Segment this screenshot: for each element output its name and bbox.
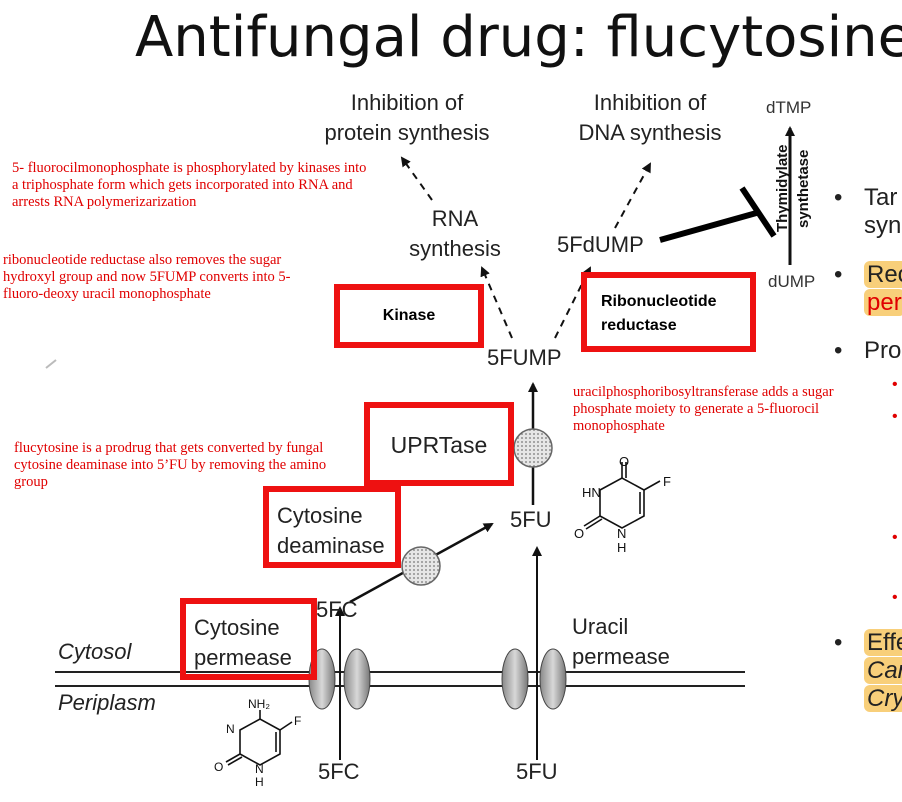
kinase-box: Kinase <box>334 284 484 348</box>
bullet-4-highlight-2: Car <box>864 657 902 684</box>
periplasm-label: Periplasm <box>58 690 156 715</box>
enzyme-circle-deaminase <box>401 546 441 586</box>
enzyme-circle-uprtase <box>513 428 553 468</box>
cytosine-deaminase-box: Cytosine deaminase <box>263 486 401 568</box>
dtmp-label: dTMP <box>766 98 811 117</box>
sub-bullet: • <box>892 529 898 546</box>
inhibition-protein-label: Inhibition of protein synthesis <box>324 90 490 145</box>
permease-channel <box>501 648 529 710</box>
bullet-2-highlight: Rec <box>864 261 902 288</box>
5fc-n-atom-2: N <box>255 762 264 776</box>
sub-bullet: • <box>892 376 898 393</box>
5fu-hn-atom: HN <box>582 485 601 500</box>
bullet-marker: • <box>834 261 843 288</box>
5fu-f-atom: F <box>663 474 671 489</box>
dump-label: dUMP <box>768 272 815 291</box>
sub-bullet: • <box>892 408 898 425</box>
bullet-marker: • <box>834 184 843 211</box>
uprtase-box: UPRTase <box>364 402 514 486</box>
5fu-o-atom-2: O <box>574 526 584 541</box>
note-prodrug: flucytosine is a prodrug that gets conve… <box>14 440 327 490</box>
inhibition-bar-cap <box>739 186 777 238</box>
permease-channel <box>343 648 371 710</box>
5fc-h-atom: H <box>255 775 264 789</box>
bullet-marker: • <box>834 629 843 656</box>
uprtase-label: UPRTase <box>390 432 488 458</box>
bullet-column: • Tar syn • Rec per • Pro • • • • • Effe… <box>834 184 902 744</box>
5fu-h-atom: H <box>617 540 626 555</box>
5fc-f-atom: F <box>294 714 301 728</box>
inhibition-dna-label: Inhibition of DNA synthesis <box>578 90 722 145</box>
5fc-bottom-label: 5FC <box>318 759 360 784</box>
bullet-2-highlight-2: per <box>864 289 902 316</box>
cytosine-permease-label: Cytosine permease <box>194 615 292 670</box>
5fc-nh2-label: NH₂ <box>248 697 270 711</box>
bullet-3: Pro <box>864 337 902 364</box>
5fu-bottom-label: 5FU <box>516 759 558 784</box>
bullet-4-line-1: Effe <box>864 629 902 657</box>
dashed-arrow-rna-protein <box>400 156 433 201</box>
sub-bullet: • <box>892 589 898 606</box>
uracil-permease-label: Uracil permease <box>572 614 670 669</box>
dashed-arrow-5fdump-dna <box>614 162 651 229</box>
ribonucleotide-reductase-label: Ribonucleotide reductase <box>601 293 717 334</box>
note-reductase: ribonucleotide reductase also removes th… <box>3 252 291 302</box>
dashed-arrow-5fump-rna <box>480 266 513 339</box>
5fu-o-atom: O <box>619 454 629 469</box>
ribonucleotide-reductase-box: Ribonucleotide reductase <box>581 272 756 352</box>
cytosol-label: Cytosol <box>58 639 132 664</box>
note-uprt: uracilphosphoribosyltransferase adds a s… <box>573 384 834 434</box>
rna-synthesis-label: RNA synthesis <box>409 206 501 261</box>
kinase-label: Kinase <box>382 307 436 324</box>
5fu-n-atom: N <box>617 526 626 541</box>
bullet-4-highlight: Effe <box>864 629 902 656</box>
bullet-1-line-1: Tar <box>864 184 898 211</box>
cytosine-permease-box: Cytosine permease <box>180 598 317 680</box>
permease-channel <box>539 648 567 710</box>
cytosine-deaminase-label: Cytosine deaminase <box>277 503 385 558</box>
5fump-label: 5FUMP <box>487 345 562 370</box>
5fc-n-atom: N <box>226 722 235 736</box>
bullet-4-line-3: Cry <box>864 685 902 713</box>
5fdump-label: 5FdUMP <box>557 232 644 257</box>
slide-title: Antifungal drug: flucytosine <box>135 5 902 70</box>
5fu-top-label: 5FU <box>510 507 552 532</box>
stray-mark <box>45 359 57 369</box>
5fc-mid-label: 5FC <box>316 597 358 622</box>
bullet-2-line-2: per <box>864 289 902 317</box>
bullet-4-highlight-3: Cry <box>864 685 902 712</box>
inhibition-bar-line <box>659 209 761 243</box>
note-phosphorylation: 5- fluorocilmonophosphate is phosphoryla… <box>12 160 367 210</box>
5fc-structure <box>225 710 293 766</box>
synthetase-label: synthetase <box>795 150 812 228</box>
thymidylate-synthetase-label: Thymidylate synthetase <box>774 144 812 232</box>
bullet-2-line-1: Rec <box>864 261 902 289</box>
5fu-structure <box>583 462 661 530</box>
5fc-o-atom: O <box>214 760 223 774</box>
bullet-marker: • <box>834 337 843 364</box>
thymidylate-label: Thymidylate <box>774 144 791 232</box>
bullet-1-line-2: syn <box>864 212 902 239</box>
bullet-4-line-2: Car <box>864 657 902 685</box>
